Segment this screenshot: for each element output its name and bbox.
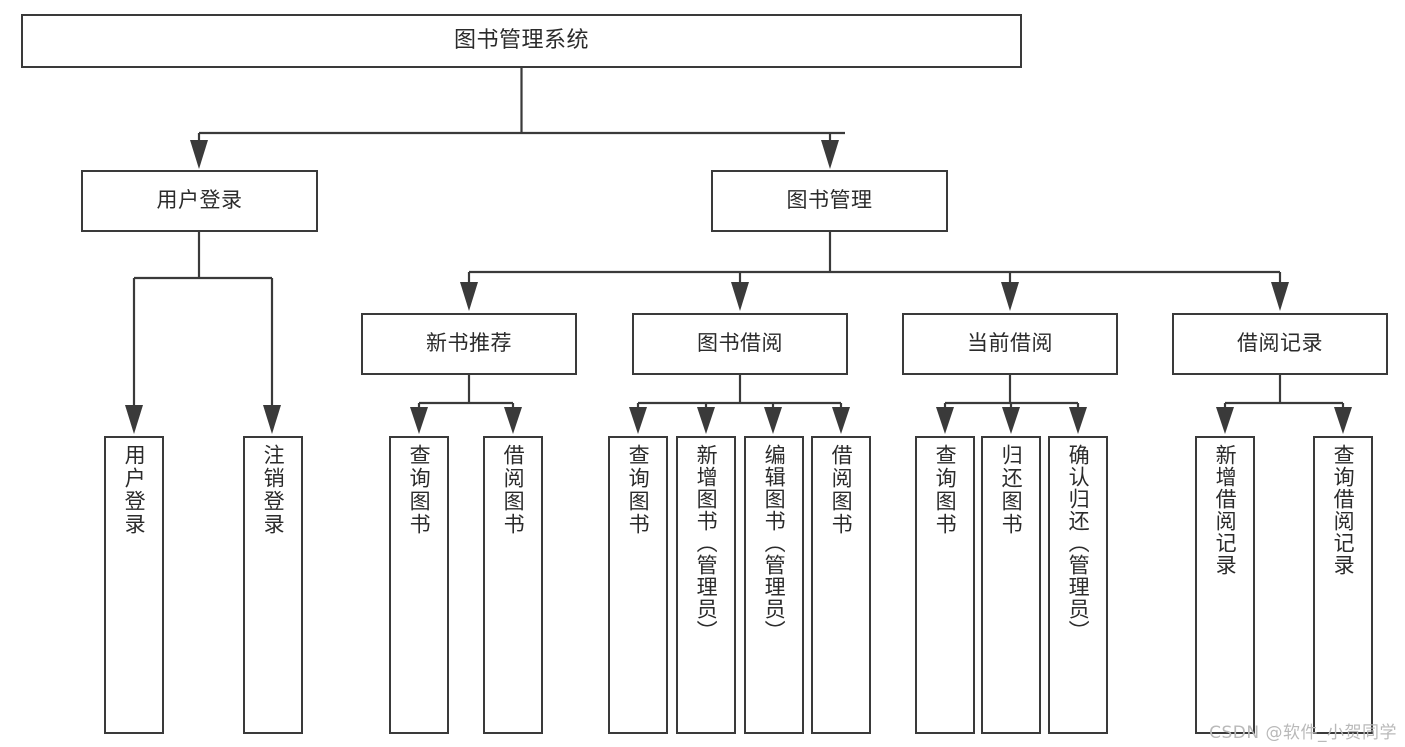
node-borrow-record-label: 借阅记录 bbox=[1237, 331, 1323, 356]
node-user-login[interactable]: 用户登录 bbox=[81, 170, 318, 232]
arrowhead-leaf-query-book-3 bbox=[936, 407, 954, 434]
arrowhead-borrow-record bbox=[1271, 282, 1289, 311]
node-leaf-user-login-label: 用户登录 bbox=[122, 444, 147, 536]
node-book-borrow-label: 图书借阅 bbox=[697, 331, 783, 356]
node-leaf-add-book-label: 新增图书（管理员） bbox=[694, 444, 719, 642]
node-leaf-query-book-2-label: 查询图书 bbox=[626, 444, 651, 536]
arrowhead-leaf-add-book bbox=[697, 407, 715, 434]
node-book-borrow[interactable]: 图书借阅 bbox=[632, 313, 848, 375]
node-leaf-query-record-label: 查询借阅记录 bbox=[1331, 444, 1356, 576]
arrowhead-new-book-recommend bbox=[460, 282, 478, 311]
arrowhead-leaf-query-book-1 bbox=[410, 407, 428, 434]
node-user-login-label: 用户登录 bbox=[156, 188, 243, 213]
node-leaf-query-record[interactable]: 查询借阅记录 bbox=[1313, 436, 1373, 734]
node-leaf-confirm-return[interactable]: 确认归还（管理员） bbox=[1048, 436, 1108, 734]
node-leaf-confirm-return-label: 确认归还（管理员） bbox=[1066, 444, 1091, 642]
arrowhead-leaf-borrow-book-2 bbox=[832, 407, 850, 434]
arrowhead-leaf-query-record bbox=[1334, 407, 1352, 434]
node-borrow-record[interactable]: 借阅记录 bbox=[1172, 313, 1388, 375]
arrowhead-leaf-add-record bbox=[1216, 407, 1234, 434]
node-book-management-label: 图书管理 bbox=[786, 188, 873, 213]
arrowhead-leaf-logout-login bbox=[263, 405, 281, 434]
node-leaf-logout-login-label: 注销登录 bbox=[261, 444, 286, 536]
node-leaf-query-book-3[interactable]: 查询图书 bbox=[915, 436, 975, 734]
node-root-label: 图书管理系统 bbox=[453, 28, 589, 54]
node-current-borrow-label: 当前借阅 bbox=[967, 331, 1053, 356]
node-leaf-query-book-3-label: 查询图书 bbox=[933, 444, 958, 536]
node-leaf-borrow-book-1[interactable]: 借阅图书 bbox=[483, 436, 543, 734]
node-book-management[interactable]: 图书管理 bbox=[711, 170, 948, 232]
node-leaf-query-book-2[interactable]: 查询图书 bbox=[608, 436, 668, 734]
node-leaf-query-book-1[interactable]: 查询图书 bbox=[389, 436, 449, 734]
arrowhead-user-login bbox=[190, 140, 208, 169]
node-leaf-return-book[interactable]: 归还图书 bbox=[981, 436, 1041, 734]
node-new-book-recommend-label: 新书推荐 bbox=[426, 331, 512, 356]
node-root[interactable]: 图书管理系统 bbox=[21, 14, 1022, 68]
arrowhead-leaf-user-login bbox=[125, 405, 143, 434]
node-leaf-borrow-book-2[interactable]: 借阅图书 bbox=[811, 436, 871, 734]
node-leaf-logout-login[interactable]: 注销登录 bbox=[243, 436, 303, 734]
arrowhead-leaf-query-book-2 bbox=[629, 407, 647, 434]
arrowhead-current-borrow bbox=[1001, 282, 1019, 311]
arrowhead-leaf-borrow-book-1 bbox=[504, 407, 522, 434]
arrowhead-leaf-return-book bbox=[1002, 407, 1020, 434]
node-leaf-return-book-label: 归还图书 bbox=[999, 444, 1024, 536]
node-leaf-borrow-book-2-label: 借阅图书 bbox=[829, 444, 854, 536]
arrowhead-leaf-edit-book bbox=[764, 407, 782, 434]
arrowhead-book-borrow bbox=[731, 282, 749, 311]
arrowhead-leaf-confirm-return bbox=[1069, 407, 1087, 434]
node-leaf-add-record[interactable]: 新增借阅记录 bbox=[1195, 436, 1255, 734]
arrowhead-book-management bbox=[821, 140, 839, 169]
node-new-book-recommend[interactable]: 新书推荐 bbox=[361, 313, 577, 375]
node-leaf-edit-book-label: 编辑图书（管理员） bbox=[762, 444, 787, 642]
node-current-borrow[interactable]: 当前借阅 bbox=[902, 313, 1118, 375]
node-leaf-query-book-1-label: 查询图书 bbox=[407, 444, 432, 536]
node-leaf-add-record-label: 新增借阅记录 bbox=[1213, 444, 1238, 576]
node-leaf-add-book[interactable]: 新增图书（管理员） bbox=[676, 436, 736, 734]
node-leaf-borrow-book-1-label: 借阅图书 bbox=[501, 444, 526, 536]
watermark-text: CSDN @软件_小贺同学 bbox=[1209, 723, 1397, 743]
node-leaf-edit-book[interactable]: 编辑图书（管理员） bbox=[744, 436, 804, 734]
node-leaf-user-login[interactable]: 用户登录 bbox=[104, 436, 164, 734]
